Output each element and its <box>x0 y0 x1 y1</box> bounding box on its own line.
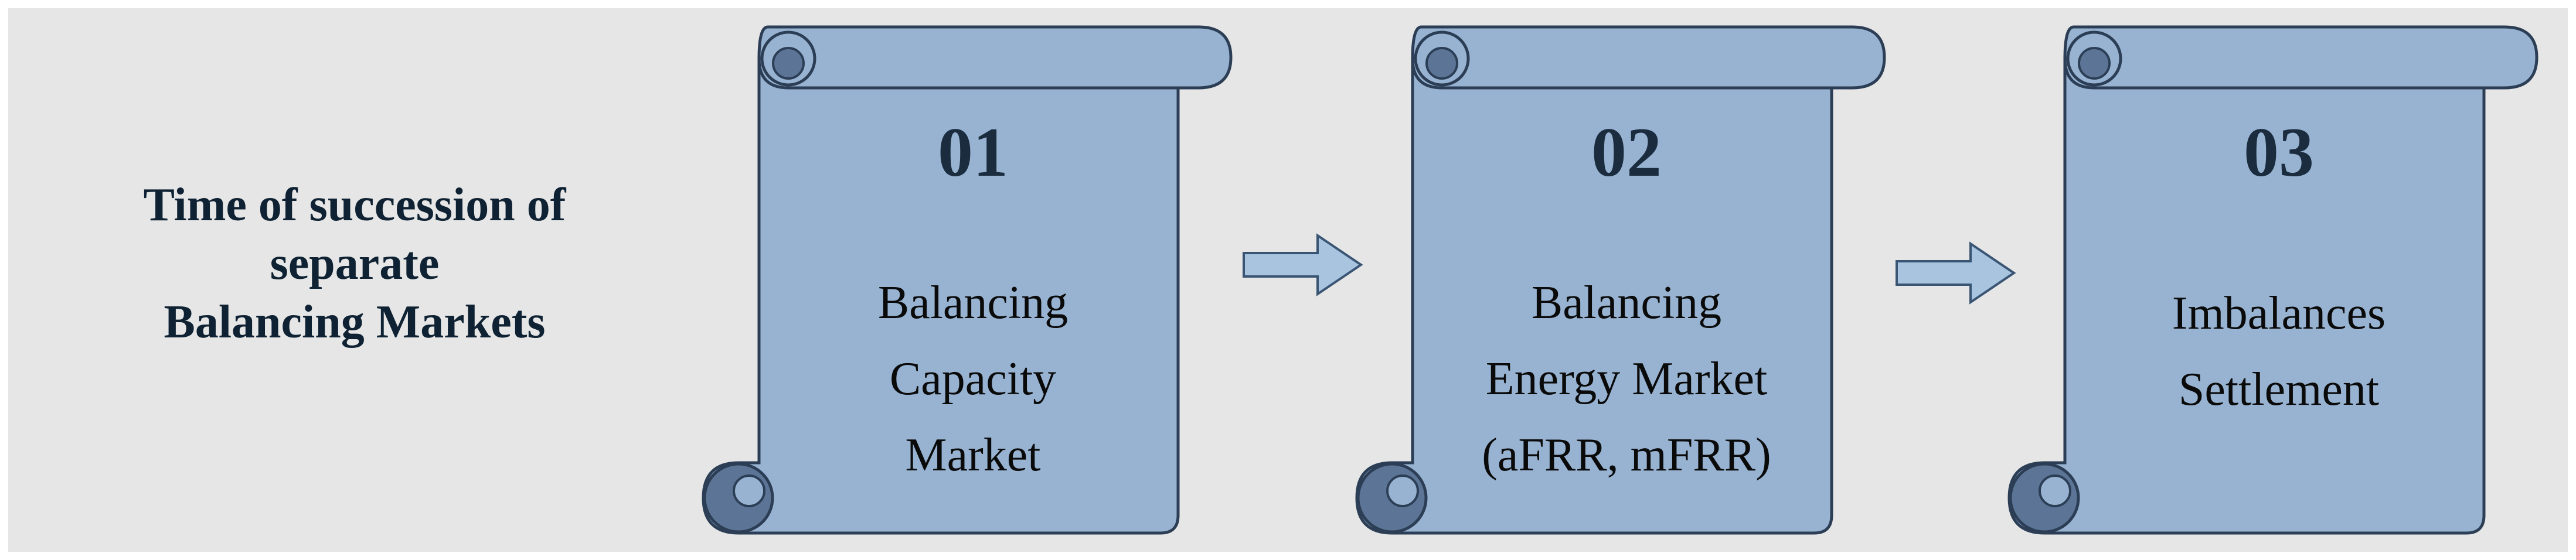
scroll-shape <box>2007 25 2538 535</box>
scroll-shape <box>702 25 1233 535</box>
step-scroll-1: 01 Balancing Capacity Market <box>697 23 1251 539</box>
step-number-1: 01 <box>938 113 1008 191</box>
step-label-2: Balancing Energy Market (aFRR, mFRR) <box>1482 277 1771 481</box>
diagram-title: Time of succession of separate Balancing… <box>143 179 566 348</box>
step-scroll-2: 02 Balancing Energy Market (aFRR, mFRR) <box>1351 23 1905 539</box>
step-label-3: Imbalances Settlement <box>2172 288 2386 415</box>
step-number-3: 03 <box>2244 113 2314 191</box>
step-number-2: 02 <box>1591 113 1662 191</box>
right-arrow-icon <box>1896 241 2016 305</box>
right-arrow-icon <box>1243 233 1363 296</box>
step-label-1: Balancing Capacity Market <box>877 277 1068 481</box>
scroll-shape <box>1355 25 1886 535</box>
step-scroll-3: 03 Imbalances Settlement <box>2003 23 2557 539</box>
